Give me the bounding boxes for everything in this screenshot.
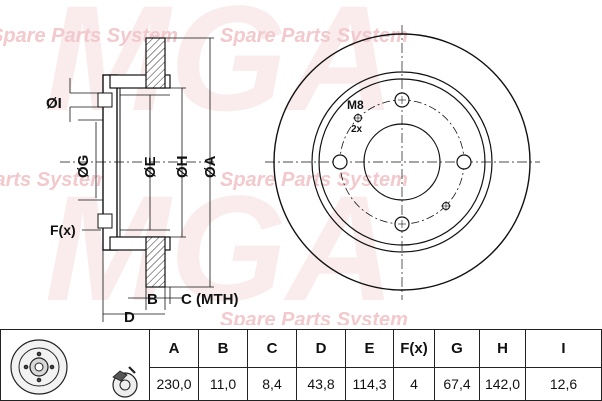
spec-value-row: 230,0 11,0 8,4 43,8 114,3 4 67,4 142,0 1… <box>1 367 602 401</box>
spec-header: G <box>434 329 480 368</box>
watermark-tagline: Spare Parts System <box>220 309 408 325</box>
front-view <box>265 25 540 300</box>
spec-header: B <box>198 329 248 368</box>
spec-header: H <box>479 329 526 368</box>
label-dim-c: C (MTH) <box>181 291 238 308</box>
watermark-tagline: Spare Parts System <box>0 25 178 47</box>
spec-value: 230,0 <box>149 367 199 401</box>
label-dim-e: ØE <box>142 156 159 178</box>
label-dim-h: ØH <box>174 156 191 179</box>
ring-section-top <box>145 37 166 89</box>
spec-value: 114,3 <box>345 367 394 401</box>
side-view-labels: ØI ØG ØE ØH ØA F(x) B C (MTH) D <box>46 95 238 325</box>
spec-header: A <box>149 329 199 368</box>
technical-drawing: MGA MGA Spare Parts System Spare Parts S… <box>0 0 540 325</box>
spec-header-row: A B C D E F(x) G H I <box>0 329 602 401</box>
spec-header: C <box>247 329 297 368</box>
spec-header: D <box>296 329 346 368</box>
label-dim-g: ØG <box>75 155 92 178</box>
spec-value: 4 <box>393 367 435 401</box>
hat-inner-outline <box>117 87 121 238</box>
label-dim-a: ØA <box>202 155 219 178</box>
friction-ring-inner-edge <box>311 71 493 253</box>
label-dim-f: F(x) <box>50 222 76 238</box>
ring-section-bottom <box>145 236 166 288</box>
watermark-tagline: Spare Parts System <box>0 169 108 191</box>
dimension-spec-table: A B C D E F(x) G H I 230,0 11,0 8,4 43,8… <box>0 329 602 401</box>
bolt-hole-right <box>456 154 472 170</box>
spec-header: F(x) <box>393 329 435 368</box>
label-bolt-thread: M8 <box>347 98 364 112</box>
spec-value: 8,4 <box>247 367 297 401</box>
label-bolt-count: 2x <box>351 124 363 135</box>
caliper-wrench-icon <box>112 365 138 398</box>
spec-icon-cell <box>0 329 150 401</box>
brake-disc-thumbnail-icon <box>10 338 138 398</box>
spec-value: 43,8 <box>296 367 346 401</box>
label-dim-d: D <box>124 309 135 325</box>
side-section-view <box>60 37 215 322</box>
spec-value: 12,6 <box>525 367 602 401</box>
label-dim-b: B <box>147 291 158 308</box>
spec-value: 11,0 <box>198 367 248 401</box>
spec-value: 142,0 <box>479 367 526 401</box>
spec-header: I <box>525 329 602 368</box>
spec-value: 67,4 <box>434 367 480 401</box>
spec-header: E <box>345 329 394 368</box>
bolt-hole-left <box>332 154 348 170</box>
watermark-logo-top: MGA <box>45 0 395 142</box>
label-dim-i: ØI <box>46 95 62 112</box>
front-view-labels: M8 2x <box>347 98 364 135</box>
